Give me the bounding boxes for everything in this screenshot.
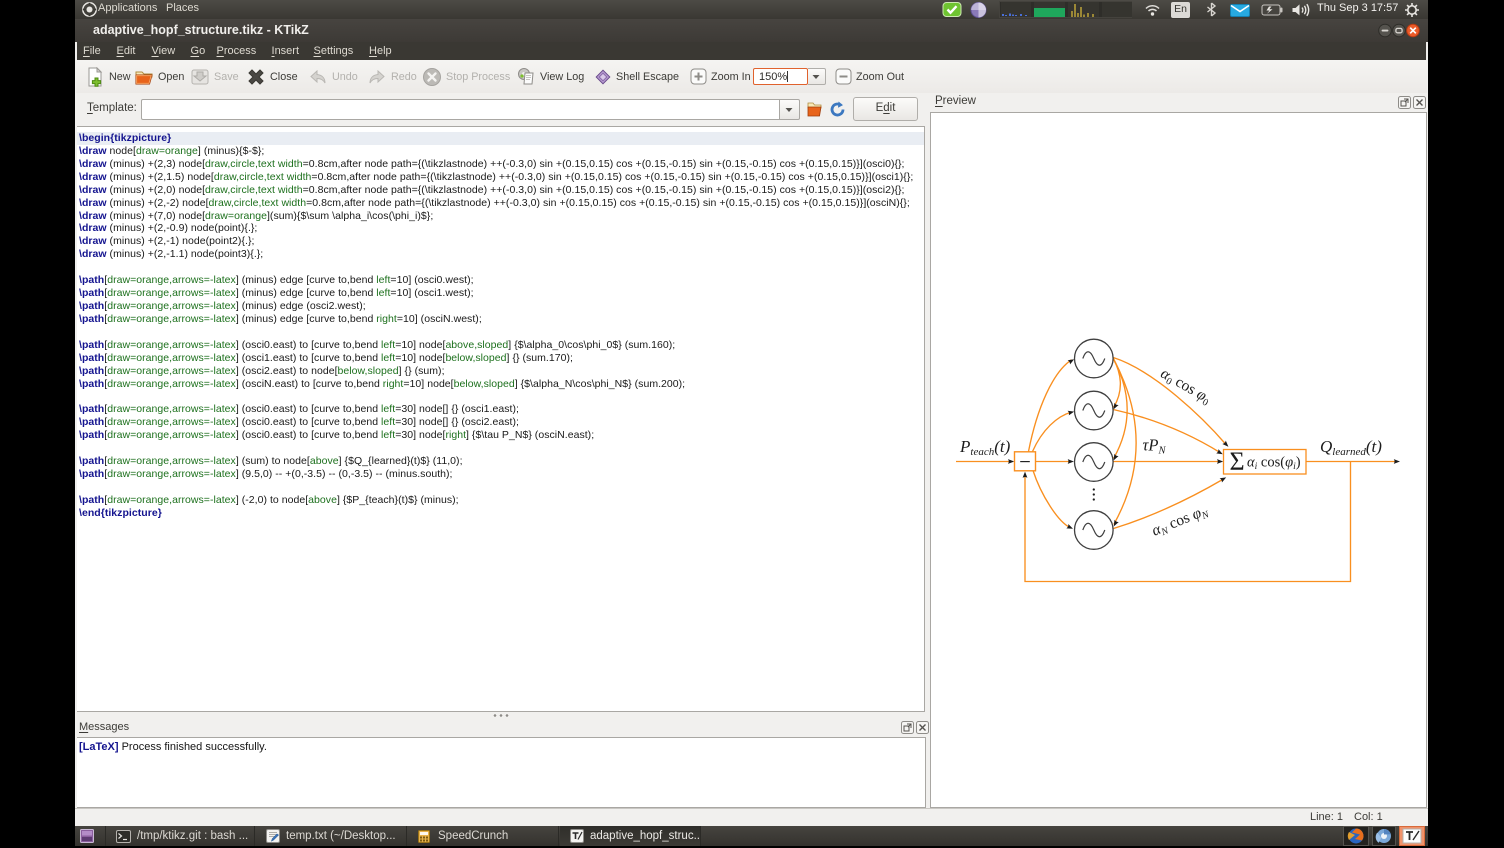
svg-text:τPN: τPN	[1143, 436, 1167, 457]
svg-text:Pteach(t): Pteach(t)	[959, 437, 1011, 458]
svg-text:Qlearned(t): Qlearned(t)	[1320, 437, 1382, 458]
svg-text:αi cos(φi): αi cos(φi)	[1247, 455, 1301, 473]
svg-text:Σ: Σ	[1230, 447, 1245, 476]
svg-text:αN cos φN: αN cos φN	[1149, 501, 1211, 541]
